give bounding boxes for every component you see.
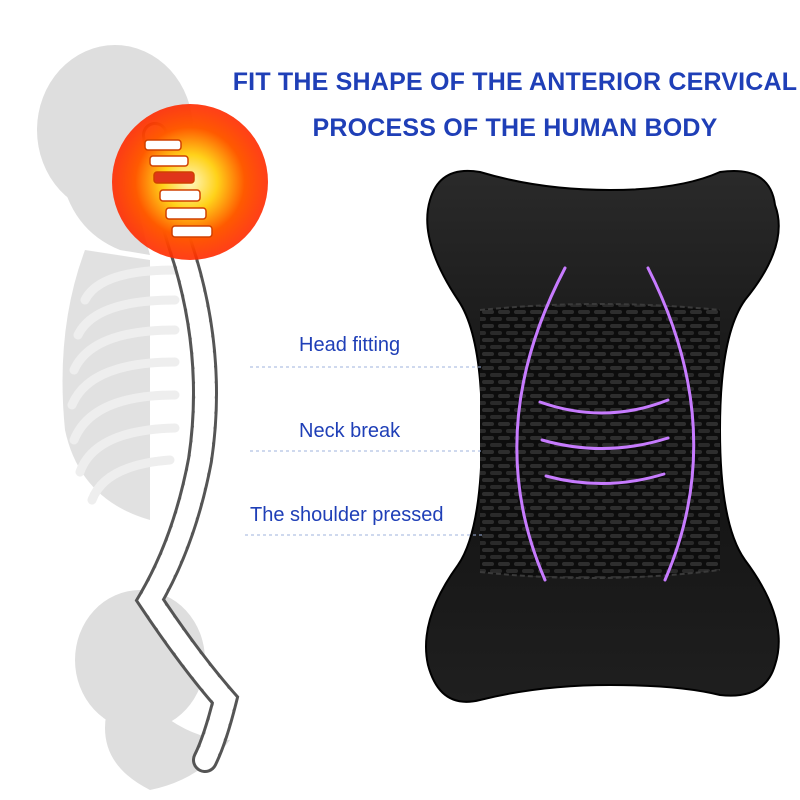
support-contour-lines — [515, 266, 696, 582]
neck-pillow — [425, 169, 780, 703]
headline-line-1: FIT THE SHAPE OF THE ANTERIOR CERVICAL — [232, 68, 798, 96]
cervical-vertebrae — [144, 139, 213, 238]
headline-line-2: PROCESS OF THE HUMAN BODY — [312, 114, 718, 142]
callout-neck-break: Neck break — [299, 420, 401, 442]
callout-shoulder-pressed: The shoulder pressed — [250, 504, 444, 526]
callout-head-fitting: Head fitting — [299, 334, 401, 356]
callout-rules — [245, 366, 482, 536]
rib-cage — [67, 265, 180, 505]
